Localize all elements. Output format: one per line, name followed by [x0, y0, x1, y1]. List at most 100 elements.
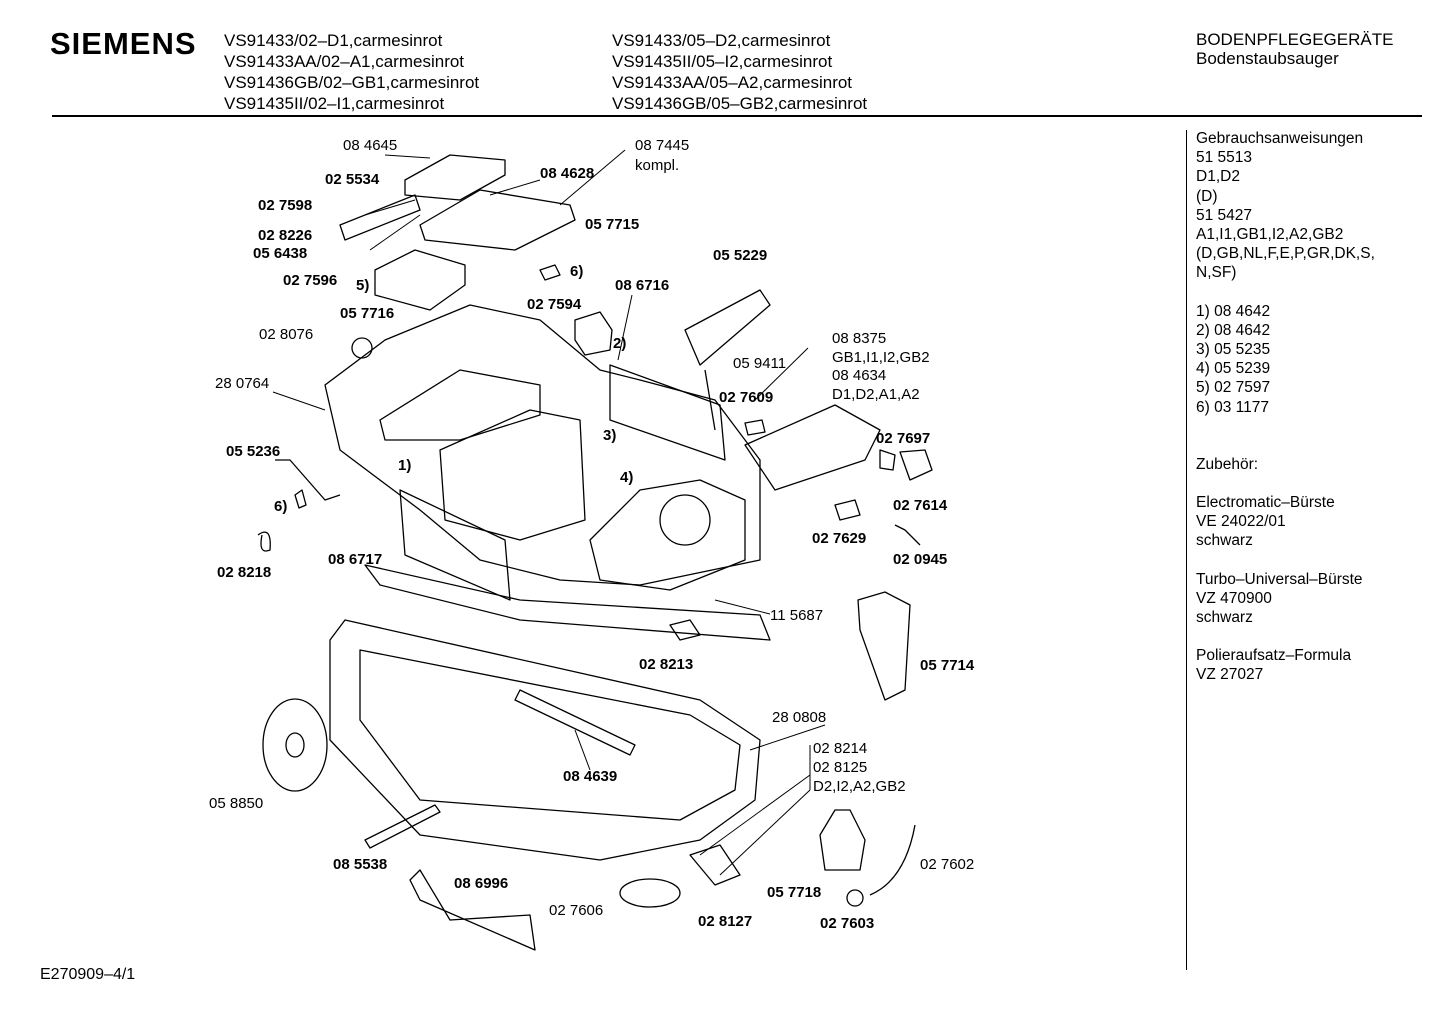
note-line: 3) 05 5235 [1196, 341, 1271, 359]
grille-part [399, 489, 511, 601]
base-chassis [329, 619, 761, 861]
part-label: 05 7715 [585, 216, 639, 233]
part-label: 05 8850 [209, 795, 263, 812]
note-line: A1,I1,GB1,I2,A2,GB2 [1196, 226, 1344, 244]
part-label: D2,I2,A2,GB2 [813, 778, 906, 795]
part-label: 02 8076 [259, 326, 313, 343]
part-label: 08 6996 [454, 875, 508, 892]
connector-part [894, 524, 921, 546]
accessories-heading: Zubehör: [1196, 455, 1259, 473]
part-label: 05 7716 [340, 305, 394, 322]
accessory-group: Polieraufsatz–Formula VZ 27027 [1196, 646, 1375, 684]
motor-part [819, 809, 866, 871]
lamp-part [899, 449, 933, 481]
tray-part [374, 249, 466, 311]
category-title: BODENPFLEGEGERÄTE [1196, 30, 1394, 49]
part-label: 6) [570, 263, 583, 280]
model-line: VS91433AA/02–A1,carmesinrot [224, 52, 465, 71]
spring-clip-part [257, 531, 271, 552]
sidebar-divider [1186, 130, 1187, 970]
note-line: VZ 27027 [1196, 666, 1264, 684]
part-label: 02 8127 [698, 913, 752, 930]
model-line: VS91433AA/05–A2,carmesinrot [612, 73, 853, 92]
part-label: GB1,I1,I2,GB2 [832, 349, 930, 366]
part-label: 02 8226 [258, 227, 312, 244]
model-line: VS91436GB/05–GB2,carmesinrot [612, 94, 868, 113]
part-label: 08 4645 [343, 137, 397, 154]
bracket-part [339, 194, 421, 241]
part-label: 02 8218 [217, 564, 271, 581]
clip-part-small [294, 489, 307, 509]
accessory-group: Turbo–Universal–Bürste VZ 470900 schwarz [1196, 570, 1375, 628]
part-label: 02 5534 [325, 171, 380, 188]
model-list-right: VS91433/05–D2,carmesinrot VS91435II/05–I… [612, 30, 867, 114]
housing-window [379, 369, 541, 441]
part-label: 02 7602 [920, 856, 974, 873]
part-label: 08 6717 [328, 551, 382, 568]
control-panel-part [744, 404, 881, 491]
filter-holder-part [419, 189, 576, 251]
part-label: 02 7603 [820, 915, 874, 932]
footnote-group: 1) 08 4642 2) 08 4642 3) 05 5235 4) 05 5… [1196, 302, 1375, 417]
note-line: D1,D2 [1196, 168, 1240, 186]
part-label: 28 0808 [772, 709, 826, 726]
note-line: 51 5513 [1196, 149, 1253, 167]
part-label: 02 7594 [527, 296, 582, 313]
grommet-part [846, 889, 864, 907]
part-label: 5) [356, 277, 369, 294]
clip-part [539, 264, 561, 281]
note-line: schwarz [1196, 532, 1253, 550]
note-line: N,SF) [1196, 264, 1237, 282]
frame-part [409, 869, 536, 951]
note-line: Gebrauchsanweisungen [1196, 130, 1364, 147]
rod-part [704, 369, 716, 431]
switch-part [574, 311, 613, 356]
category-subtitle: Bodenstaubsauger [1196, 49, 1339, 68]
model-line: VS91436GB/02–GB1,carmesinrot [224, 73, 480, 92]
model-line: VS91433/05–D2,carmesinrot [612, 31, 831, 50]
cable-part [869, 824, 916, 896]
knob-part [351, 337, 373, 359]
part-label: 05 6438 [253, 245, 307, 262]
part-label: 05 9411 [733, 355, 786, 372]
model-line: VS91433/02–D1,carmesinrot [224, 31, 443, 50]
note-line: 51 5427 [1196, 206, 1253, 224]
siemens-logo: SIEMENS [50, 26, 197, 61]
part-label: 08 4628 [540, 165, 594, 182]
part-label: kompl. [635, 157, 679, 174]
part-label: 02 7614 [893, 497, 948, 514]
cable-panel-part [684, 289, 771, 366]
sidebar-notes: Gebrauchsanweisungen 51 5513 D1,D2 (D) 5… [1196, 129, 1375, 685]
bumper-part [857, 591, 911, 701]
model-line: VS91435II/05–I2,carmesinrot [612, 52, 833, 71]
note-line: Electromatic–Bürste [1196, 494, 1335, 512]
note-line: schwarz [1196, 609, 1253, 627]
part-label: 02 0945 [893, 551, 947, 568]
note-line: 1) 08 4642 [1196, 302, 1271, 320]
part-label: 02 7606 [549, 902, 603, 919]
note-line: VE 24022/01 [1196, 513, 1286, 531]
part-label: 05 5236 [226, 443, 280, 460]
category-block: BODENPFLEGEGERÄTE Bodenstaubsauger [1196, 30, 1393, 68]
drawing-code: E270909–4/1 [40, 966, 136, 983]
note-line: 4) 05 5239 [1196, 360, 1271, 378]
part-label: 08 7445 [635, 137, 689, 154]
reel-part [619, 878, 681, 908]
part-label: 28 0764 [215, 375, 269, 392]
seal-strip [364, 564, 771, 641]
motor-cover [589, 479, 746, 591]
part-label: 1) [398, 457, 411, 474]
wheel-hub [285, 732, 305, 758]
latch-part [669, 619, 701, 641]
strip-part [364, 804, 441, 849]
button-part [744, 419, 766, 436]
filter-cage [439, 409, 586, 541]
note-line: Polieraufsatz–Formula [1196, 647, 1352, 665]
rear-grille-part [609, 364, 726, 461]
model-line: VS91435II/02–I1,carmesinrot [224, 94, 445, 113]
handle-bar-part [514, 689, 636, 756]
manuals-group: Gebrauchsanweisungen 51 5513 D1,D2 (D) 5… [1196, 129, 1375, 283]
cable-clamp-part [689, 844, 741, 886]
part-label: 08 8375 [832, 330, 886, 347]
